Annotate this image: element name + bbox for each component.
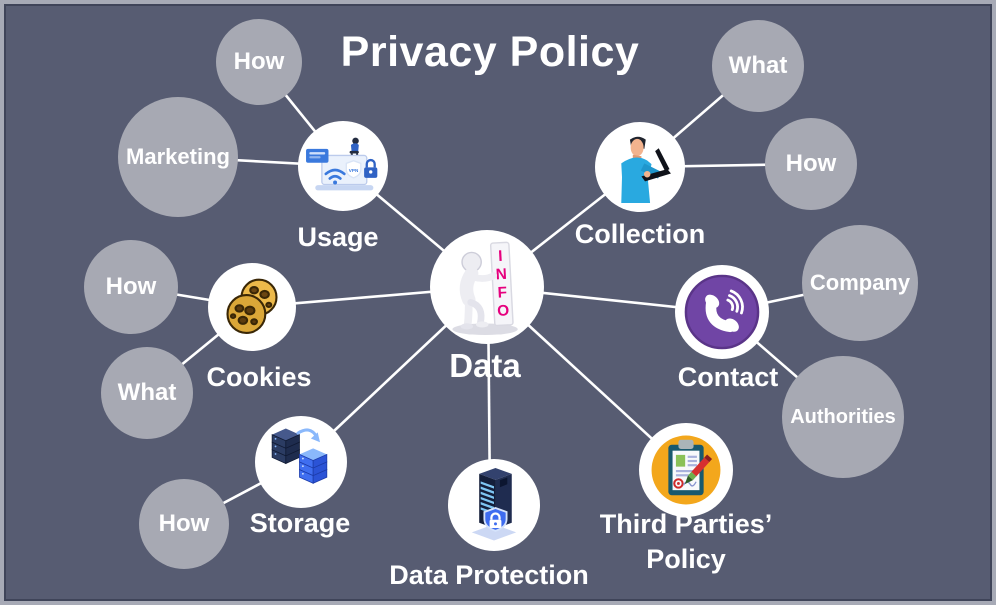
satellite-how-cookies: How [84, 240, 178, 334]
node-usage: VPN [298, 121, 388, 211]
node-third-parties [639, 423, 733, 517]
page-title: Privacy Policy [340, 28, 640, 76]
svg-text:I: I [498, 248, 503, 265]
satellite-how-usage: How [216, 19, 302, 105]
storage-label: Storage [249, 508, 351, 538]
phone-call-icon [684, 274, 760, 350]
usage-label: Usage [297, 222, 379, 252]
satellite-authorities: Authorities [782, 356, 904, 478]
svg-text:N: N [495, 266, 507, 284]
cookies-icon [226, 278, 278, 334]
satellite-what-collection: What [712, 20, 804, 112]
svg-text:F: F [497, 284, 507, 301]
server-stacks-transfer-icon [271, 428, 328, 484]
node-contact [675, 265, 769, 359]
node-cookies [208, 263, 296, 351]
info-signpost-figure-icon: I N F O [452, 241, 518, 335]
satellite-marketing: Marketing [118, 97, 238, 217]
node-data-protection [448, 459, 540, 551]
cookies-label: Cookies [206, 362, 312, 392]
node-data: I N F O [430, 230, 544, 344]
satellite-how-storage: How [139, 479, 229, 569]
satellite-how-collection: How [765, 118, 857, 210]
server-shield-lock-icon [471, 468, 517, 541]
svg-text:VPN: VPN [349, 168, 359, 173]
collection-label: Collection [574, 219, 706, 249]
satellite-company: Company [802, 225, 918, 341]
svg-text:O: O [497, 302, 510, 320]
data-protection-label: Data Protection [389, 560, 589, 590]
node-storage [255, 416, 347, 508]
third-parties-label: Third Parties’ Policy [599, 509, 773, 575]
policy-clipboard-pen-icon [651, 435, 721, 505]
satellite-what-cookies: What [101, 347, 193, 439]
vpn-laptop-icon: VPN [306, 137, 378, 191]
node-collection [595, 122, 685, 212]
man-with-laptop-icon [621, 136, 671, 203]
contact-label: Contact [677, 362, 779, 392]
data-label: Data [449, 347, 521, 384]
